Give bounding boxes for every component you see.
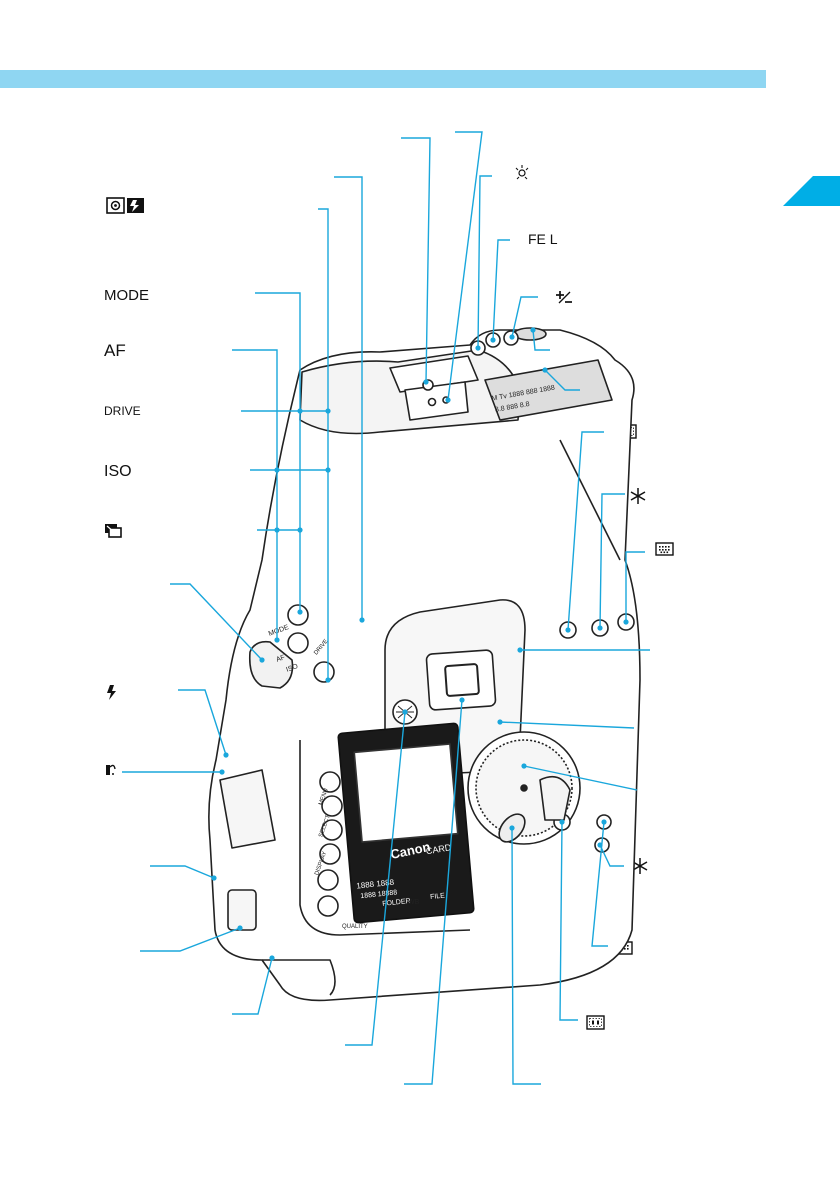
af-label: AF xyxy=(104,341,126,360)
leader-dots xyxy=(211,327,629,961)
leader-meter-lower xyxy=(591,821,608,947)
leader-right2 xyxy=(499,721,635,729)
wb-text: WB xyxy=(408,899,420,906)
leader-lines xyxy=(122,131,650,1085)
lcd-panel-text: 1888 18888 xyxy=(360,889,398,900)
leader-meter xyxy=(625,551,645,622)
leader-ae-lower xyxy=(599,844,624,867)
flash-bolt-icon xyxy=(107,685,116,700)
leader-shoe2 xyxy=(447,131,483,401)
quality-text: QUALITY xyxy=(342,924,368,930)
leader-expcomp xyxy=(511,296,538,338)
leader-left2 xyxy=(140,927,241,952)
ae-lock-asterisk-icon xyxy=(630,488,646,504)
camera-body xyxy=(208,327,641,1002)
leader-dial xyxy=(532,329,550,351)
af-point-select-icon-lower xyxy=(586,1015,605,1030)
leader-metering xyxy=(318,208,329,680)
exposure-comp-icon xyxy=(556,291,572,304)
iso-cam-text: ISO xyxy=(285,663,299,674)
leader-ae xyxy=(599,493,625,629)
leader-left1 xyxy=(150,865,215,879)
leader-bottom xyxy=(232,957,273,1015)
left-labels: MODE AF DRIVE ISO xyxy=(104,197,149,775)
remote-terminal-icon xyxy=(106,764,116,775)
iso-label: ISO xyxy=(104,463,132,480)
metering-flash-comp-icon xyxy=(106,197,144,214)
leader-af xyxy=(232,349,278,640)
leader-illum xyxy=(477,175,492,349)
leader-af-lower xyxy=(559,821,578,1021)
leader-strap xyxy=(170,583,263,661)
leader-fel xyxy=(492,239,510,341)
file-text: FILE xyxy=(430,892,446,901)
leader-prism xyxy=(334,176,363,620)
menu-text: MENU xyxy=(318,788,330,807)
ae-lock-asterisk-icon-lower xyxy=(632,858,648,874)
af-cam-text: AF xyxy=(275,654,286,664)
right-labels: FE L xyxy=(515,165,674,1030)
leader-bottom3 xyxy=(511,827,541,1085)
leader-bottom2 xyxy=(404,699,463,1085)
card-text: CARD xyxy=(425,842,452,856)
multi-metering-icon xyxy=(655,542,674,556)
header-bar xyxy=(0,70,766,88)
drive-label: DRIVE xyxy=(104,404,141,418)
leader-shoe1 xyxy=(401,137,431,383)
illumination-icon xyxy=(515,165,529,180)
bracketing-icon xyxy=(105,524,122,538)
leader-mode xyxy=(255,292,301,612)
leader-afpoint xyxy=(567,431,604,631)
leader-lcd xyxy=(544,369,580,391)
leader-right3 xyxy=(523,765,638,791)
leader-bottom1 xyxy=(345,711,406,1046)
folder-text: FOLDER xyxy=(382,898,411,908)
mode-label: MODE xyxy=(104,287,149,304)
fel-label: FE L xyxy=(528,231,558,247)
leader-flash xyxy=(178,689,227,756)
lcd-rear-text: 1888 1888 xyxy=(356,878,395,891)
